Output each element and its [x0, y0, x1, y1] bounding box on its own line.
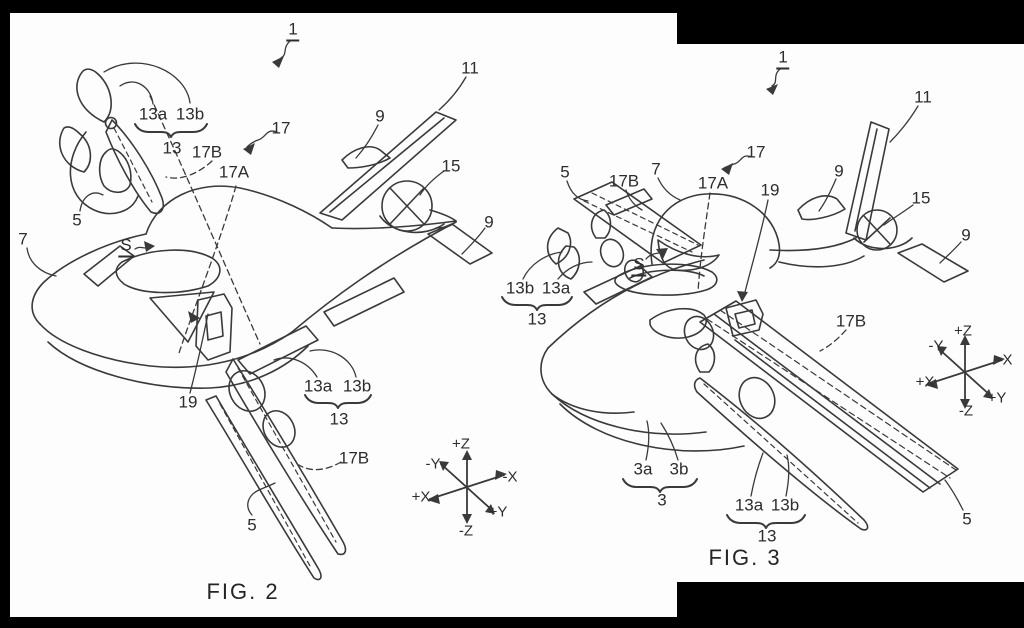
ref-label-17B: 17B: [191, 142, 223, 162]
fig3-caption: FIG. 3: [708, 545, 782, 570]
axis-label-minus-y: -Y: [928, 337, 944, 355]
ref-label-17B: 17B: [338, 448, 370, 468]
ref-label-13b: 13b: [770, 495, 800, 515]
fig2-page: [10, 13, 677, 617]
ref-label-13a: 13a: [734, 495, 764, 515]
ref-label-5: 5: [962, 509, 972, 529]
ref-label-13: 13: [162, 138, 182, 158]
ref-label-13a: 13a: [138, 104, 168, 124]
ref-label-3: 3: [657, 490, 667, 510]
axis-label-plus-x: +X: [915, 373, 935, 391]
ref-label-5: 5: [247, 515, 257, 535]
ref-label-17B: 17B: [608, 171, 640, 191]
axis-label-plus-y: +Y: [987, 389, 1007, 407]
ref-label-S: S: [118, 237, 134, 258]
ref-label-13: 13: [757, 526, 777, 546]
ref-label-15: 15: [911, 188, 931, 208]
ref-label-9: 9: [484, 212, 494, 232]
ref-label-17B: 17B: [835, 311, 867, 331]
ref-label-13b: 13b: [505, 278, 535, 298]
ref-label-17A: 17A: [697, 173, 729, 193]
ref-label-S: S: [631, 256, 647, 277]
ref-label-3b: 3b: [669, 459, 689, 479]
ref-label-9: 9: [834, 161, 844, 181]
ref-label-19: 19: [760, 180, 780, 200]
ref-label-13a: 13a: [541, 278, 571, 298]
ref-label-13a: 13a: [303, 376, 333, 396]
ref-label-13: 13: [527, 309, 547, 329]
ref-label-7: 7: [651, 159, 661, 179]
ref-label-11: 11: [461, 58, 479, 78]
ref-label-11: 11: [914, 87, 932, 107]
axis-label-plus-y: +Y: [488, 503, 508, 521]
ref-label-9: 9: [961, 225, 971, 245]
ref-label-13: 13: [329, 409, 349, 429]
ref-label-3a: 3a: [633, 459, 653, 479]
axis-label-plus-z: +Z: [954, 322, 972, 340]
ref-label-13b: 13b: [175, 104, 205, 124]
axis-label-plus-z: +Z: [452, 435, 470, 453]
fig2-caption: FIG. 2: [206, 579, 280, 604]
ref-label-9: 9: [375, 106, 385, 126]
axis-label-plus-x: +X: [411, 488, 431, 506]
ref-label-17: 17: [746, 142, 766, 162]
axis-label-minus-x: -X: [997, 351, 1013, 369]
ref-label-1: 1: [286, 21, 300, 42]
ref-label-19: 19: [178, 392, 198, 412]
ref-label-5: 5: [560, 162, 570, 182]
axis-label-minus-x: -X: [502, 468, 518, 486]
axis-label-minus-z: -Z: [458, 522, 474, 540]
ref-label-1: 1: [776, 49, 790, 70]
ref-label-13b: 13b: [342, 376, 372, 396]
ref-label-5: 5: [72, 210, 82, 230]
ref-label-15: 15: [441, 156, 461, 176]
axis-label-minus-y: -Y: [425, 455, 441, 473]
axis-label-minus-z: -Z: [958, 402, 974, 420]
ref-label-17A: 17A: [218, 162, 250, 182]
ref-label-7: 7: [18, 229, 28, 249]
ref-label-17: 17: [271, 118, 291, 138]
